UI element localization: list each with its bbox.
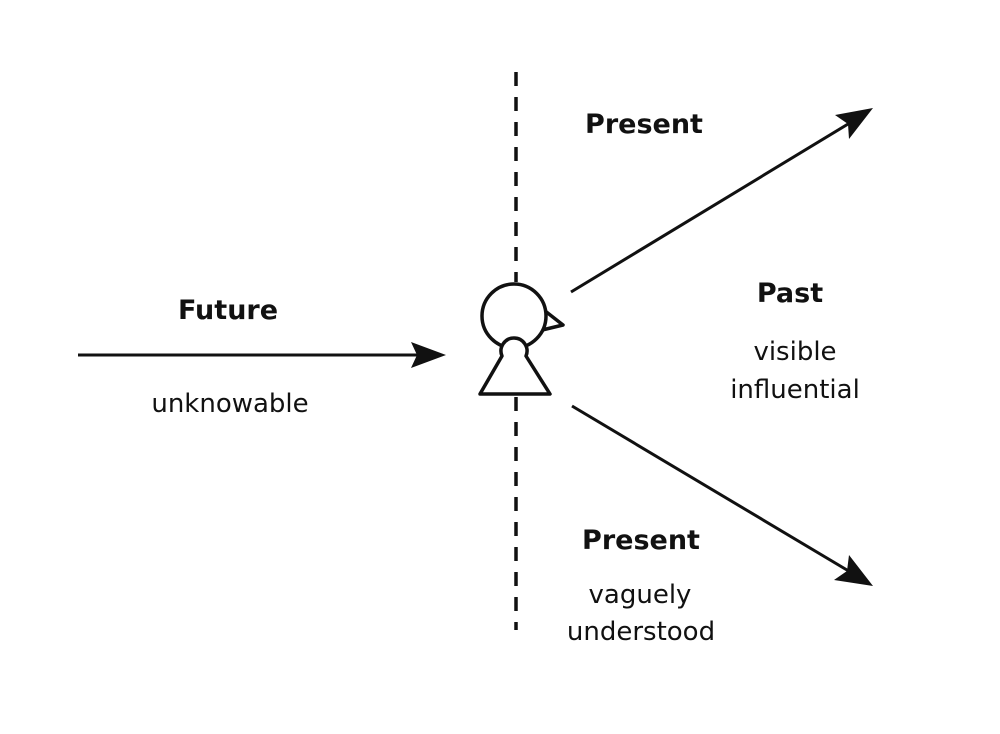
future-title: Future xyxy=(177,295,279,326)
past-title: Past xyxy=(756,278,824,309)
past-caption-line1: visible xyxy=(753,337,837,367)
person-body xyxy=(478,336,552,396)
present-top-title: Present xyxy=(585,109,703,140)
future-caption: unknowable xyxy=(151,389,309,419)
arrow-incoming-head xyxy=(411,342,446,368)
person-icon xyxy=(478,282,565,396)
past-caption-line2: influential xyxy=(730,375,860,405)
arrow-up-right xyxy=(570,119,854,294)
present-bottom-title: Present xyxy=(582,525,700,556)
arrow-down-right xyxy=(571,404,853,575)
arrow-down-right-head xyxy=(834,555,873,586)
present-bottom-caption-line1: vaguely xyxy=(588,580,692,610)
arrow-up-right-head xyxy=(835,108,873,139)
present-bottom-caption-line2: understood xyxy=(566,617,716,647)
